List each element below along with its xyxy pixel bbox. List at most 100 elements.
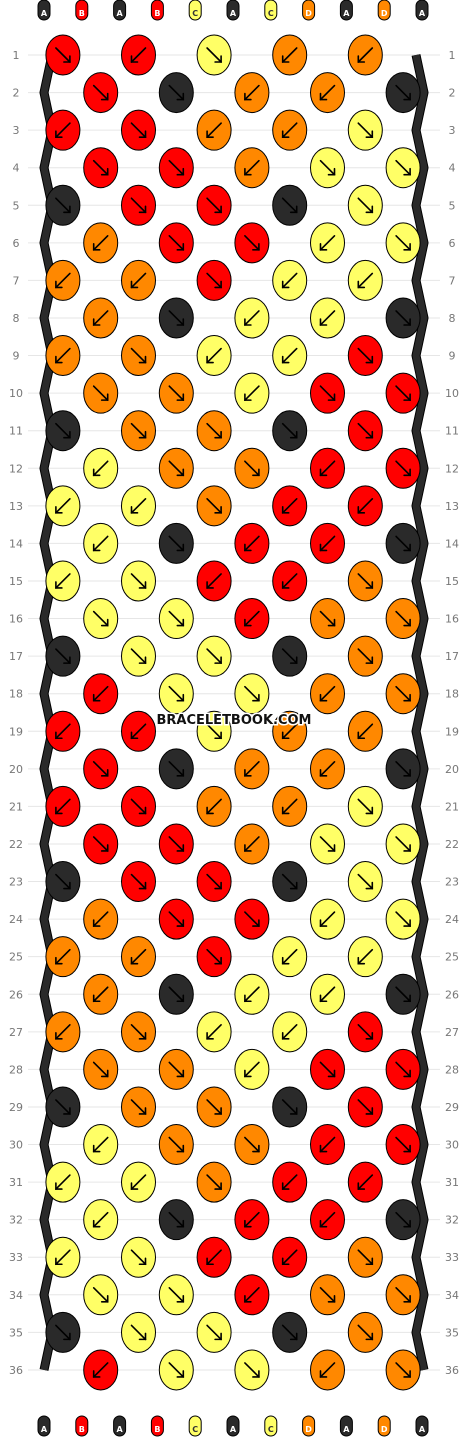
knot-arrow bbox=[319, 1287, 336, 1303]
knot-arrow bbox=[244, 610, 260, 627]
knot-arrowhead bbox=[100, 1295, 109, 1303]
knot-arrowhead bbox=[281, 806, 290, 815]
row-number: 14 bbox=[445, 537, 459, 550]
knot-arrowhead bbox=[206, 581, 214, 589]
knot-arrowhead bbox=[289, 205, 298, 214]
row-number: 15 bbox=[445, 575, 459, 588]
row-number: 23 bbox=[9, 876, 23, 889]
knot-arrowhead bbox=[138, 656, 147, 664]
knot bbox=[272, 1311, 308, 1353]
row-number: 34 bbox=[9, 1289, 23, 1302]
row-number: 29 bbox=[9, 1101, 23, 1114]
knot bbox=[158, 898, 194, 940]
knot-arrow bbox=[244, 235, 260, 251]
knot-arrow bbox=[168, 310, 185, 326]
knot bbox=[310, 1124, 345, 1166]
knot-arrowhead bbox=[55, 956, 63, 965]
strand-letter: B bbox=[79, 1425, 85, 1434]
knot-arrow bbox=[168, 385, 185, 401]
strand-end bbox=[75, 0, 89, 21]
knot bbox=[158, 447, 194, 489]
knot-arrowhead bbox=[319, 994, 328, 1003]
knot bbox=[347, 861, 383, 903]
knot-arrowhead bbox=[176, 92, 185, 101]
knot bbox=[196, 335, 232, 377]
strand-end bbox=[113, 0, 127, 21]
knot-arrowhead bbox=[365, 656, 374, 664]
knot-arrowhead bbox=[138, 430, 147, 439]
knot bbox=[158, 748, 194, 790]
knot-arrow bbox=[55, 1024, 71, 1040]
knot-arrowhead bbox=[130, 55, 139, 63]
knot bbox=[158, 1199, 194, 1241]
knot bbox=[196, 861, 232, 903]
knot bbox=[45, 1161, 81, 1203]
knot-arrowhead bbox=[289, 881, 298, 890]
knot-arrowhead bbox=[176, 1370, 185, 1378]
knot-arrowhead bbox=[403, 844, 411, 852]
knot-arrow bbox=[55, 197, 71, 214]
knot bbox=[234, 1349, 270, 1391]
knot-arrowhead bbox=[281, 1032, 290, 1040]
knot-arrowhead bbox=[214, 1332, 222, 1341]
knot-arrow bbox=[281, 1324, 298, 1341]
knot-arrowhead bbox=[176, 1144, 185, 1153]
strand-label-top: A bbox=[415, 0, 429, 21]
knot-arrowhead bbox=[214, 1182, 222, 1190]
knot-arrow bbox=[168, 1362, 185, 1378]
knot bbox=[196, 410, 232, 452]
knot-arrow bbox=[206, 1099, 222, 1115]
knot-arrow bbox=[206, 648, 222, 664]
knot-arrow bbox=[357, 573, 374, 589]
knot-arrow bbox=[357, 347, 374, 364]
knot-arrow bbox=[281, 347, 298, 364]
row-number: 17 bbox=[9, 650, 23, 663]
knot-arrowhead bbox=[357, 956, 366, 965]
knot-arrowhead bbox=[55, 1032, 63, 1040]
knot-arrow bbox=[281, 1099, 298, 1115]
strand-letter: A bbox=[116, 9, 123, 18]
row-number: 24 bbox=[445, 913, 459, 926]
knot-arrowhead bbox=[55, 806, 63, 815]
knot-arrow bbox=[357, 122, 374, 138]
row-number: 11 bbox=[9, 425, 23, 438]
knot bbox=[45, 1236, 81, 1278]
knot-arrowhead bbox=[403, 543, 411, 552]
knot bbox=[234, 1124, 270, 1166]
row-number: 4 bbox=[13, 162, 20, 175]
row-number: 8 bbox=[13, 312, 20, 325]
knot-arrow bbox=[55, 347, 71, 364]
knot bbox=[347, 1161, 383, 1203]
knot-arrowhead bbox=[55, 1257, 63, 1266]
row-number: 36 bbox=[9, 1364, 23, 1377]
strand-label-bottom: A bbox=[339, 1415, 353, 1437]
knot-arrow bbox=[244, 1211, 260, 1228]
knot-arrow bbox=[395, 460, 411, 477]
knot-arrowhead bbox=[176, 1219, 185, 1228]
knot-arrow bbox=[244, 159, 260, 176]
row-number: 32 bbox=[9, 1214, 23, 1227]
knot bbox=[158, 673, 194, 715]
knot-arrow bbox=[395, 1362, 411, 1378]
knot bbox=[310, 147, 345, 189]
row-number: 18 bbox=[445, 688, 459, 701]
knot-arrow bbox=[357, 798, 374, 815]
knot bbox=[385, 973, 421, 1015]
knot-arrow bbox=[244, 986, 260, 1003]
knot-arrowhead bbox=[357, 280, 366, 289]
knot bbox=[121, 785, 156, 827]
knot-arrow bbox=[319, 235, 336, 251]
knot-arrow bbox=[168, 235, 185, 251]
strand-end bbox=[264, 1415, 278, 1437]
knot-arrowhead bbox=[138, 1332, 147, 1341]
knot bbox=[234, 522, 270, 564]
knot-arrow bbox=[130, 1099, 147, 1115]
knot bbox=[121, 1011, 156, 1053]
knot-arrow bbox=[206, 1024, 222, 1040]
strand-label-bottom: A bbox=[113, 1415, 127, 1437]
knot-arrow bbox=[168, 159, 185, 176]
knot-arrowhead bbox=[281, 55, 290, 63]
knot bbox=[83, 372, 119, 414]
